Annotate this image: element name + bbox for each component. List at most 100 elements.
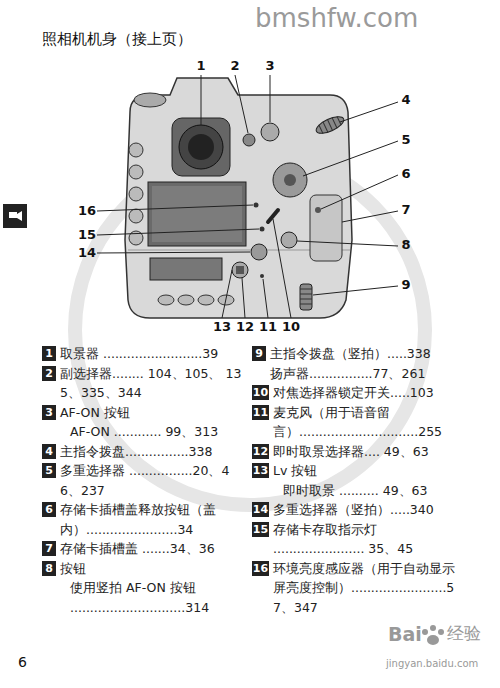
part-description: 存储卡存取指示灯 ....................... 35、45 — [273, 520, 457, 559]
callout-number: 13 — [213, 320, 231, 334]
callout-number: 3 — [265, 59, 274, 73]
callout-badge: 9 — [252, 346, 266, 361]
part-description: 多重选择器 ................20、46、237 — [60, 461, 247, 500]
callout-number: 1 — [196, 59, 205, 73]
watermark: 经验 — [447, 624, 481, 643]
callout-number: 15 — [78, 228, 96, 242]
camera-body — [125, 78, 352, 318]
leader-lines — [97, 75, 398, 318]
callout-number: 10 — [282, 320, 300, 334]
cover-release — [315, 207, 321, 213]
part-description: 环境亮度感应器（用于自动显示屏亮度控制）....................… — [273, 559, 457, 618]
button — [129, 187, 143, 201]
eyepiece-frame — [172, 118, 230, 176]
callout-badge: 6 — [42, 502, 56, 517]
baidu-paw — [422, 625, 444, 645]
multi-selector — [273, 163, 307, 197]
parts-entry: 12 即时取景选择器.... 49、63 — [252, 442, 457, 462]
callout-number: 9 — [401, 278, 410, 292]
part-description: AF-ON 按钮 — [60, 403, 247, 423]
multi-selector-center — [284, 174, 296, 186]
part-description: 多重选择器（竖拍）.....340 — [273, 500, 457, 520]
callout-number: 11 — [259, 320, 277, 334]
part-description: 即时取景选择器.... 49、63 — [273, 442, 457, 462]
button — [129, 143, 143, 157]
callout-number: 12 — [236, 320, 254, 334]
callout-badge: 3 — [42, 405, 56, 420]
part-description: 按钮 — [60, 559, 247, 579]
live-view-selector — [232, 262, 248, 278]
af-on-button — [261, 123, 279, 141]
callout-number: 8 — [401, 238, 410, 252]
parts-entry: 10对焦选择器锁定开关.....103 — [252, 383, 457, 403]
part-description: AF-ON ............ 99、313 — [70, 422, 247, 442]
tab-icon — [9, 211, 22, 221]
parts-entry: 11 麦克风（用于语音留言）...........................… — [252, 403, 457, 442]
parts-entry: 15存储卡存取指示灯 ....................... 35、45 — [252, 520, 457, 559]
watermark: Bai — [388, 624, 422, 645]
callout-number: 6 — [401, 167, 410, 181]
page-number: 6 — [18, 655, 27, 670]
part-description: 麦克风（用于语音留言）.............................… — [273, 403, 457, 442]
lv-button — [236, 266, 244, 274]
parts-entry: 4主指令拨盘................338 — [42, 442, 247, 462]
microphone — [260, 274, 264, 278]
part-description: 对焦选择器锁定开关.....103 — [273, 383, 457, 403]
part-description: 使用竖拍 AF-ON 按钮 ..........................… — [70, 578, 247, 617]
callout-badge: 16 — [252, 561, 269, 576]
button — [129, 209, 143, 223]
parts-entry: 6存储卡插槽盖释放按钮（盖内）.......................34 — [42, 500, 247, 539]
sub-selector — [243, 134, 255, 146]
button — [198, 295, 214, 305]
vertical-af-on — [281, 232, 297, 248]
parts-entry: 14 多重选择器（竖拍）.....340 — [252, 500, 457, 520]
callout-badge: 7 — [42, 541, 56, 556]
parts-entry: 5 多重选择器 ................20、46、237 — [42, 461, 247, 500]
callout-number: 4 — [401, 93, 410, 107]
part-description: 主指令拨盘（竖拍）.....338 — [270, 344, 457, 364]
watermark: jingyan.baidu.com — [386, 658, 478, 669]
part-description: 副选择器........ 104、105、 135、335、344 — [60, 364, 247, 403]
control-panel — [150, 258, 222, 280]
callout-number: 7 — [401, 203, 410, 217]
callout-badge: 1 — [42, 346, 56, 361]
main-dial — [314, 113, 346, 137]
lcd-monitor — [148, 182, 246, 246]
dial-ridges — [300, 289, 312, 304]
lcd-screen — [152, 186, 242, 242]
access-lamp — [260, 227, 265, 232]
callout-number: 5 — [401, 133, 410, 147]
callout-badge: 4 — [42, 444, 56, 459]
button — [178, 295, 194, 305]
callout-badge: 14 — [252, 502, 269, 517]
parts-entry: 16 环境亮度感应器（用于自动显示屏亮度控制）..................… — [252, 559, 457, 618]
part-description: 取景器 .........................39 — [60, 344, 247, 364]
vertical-multi-selector — [251, 244, 267, 260]
part-description: 存储卡插槽盖 .......34、36 — [60, 539, 247, 559]
page-title: 照相机机身（接上页） — [42, 30, 192, 49]
parts-entry: 3 AF-ON 按钮AF-ON ............ 99、313 — [42, 403, 247, 442]
button — [129, 165, 143, 179]
section-tab — [3, 204, 27, 228]
part-description: Lv 按钮 — [273, 461, 457, 481]
callout-badge: 2 — [42, 366, 56, 381]
callout-number: 14 — [78, 246, 96, 260]
parts-entry: 13 Lv 按钮即时取景 .......... 49、63 — [252, 461, 457, 500]
mode-dial — [134, 93, 166, 107]
card-slot-cover — [310, 195, 342, 261]
vertical-main-dial — [300, 284, 312, 310]
callout-number: 2 — [230, 59, 239, 73]
callout-badge: 11 — [252, 405, 269, 420]
parts-entry: 1 取景器 .........................39 — [42, 344, 247, 364]
callout-badge: 13 — [252, 463, 269, 478]
eyepiece-lens — [188, 134, 214, 160]
callout-badge: 12 — [252, 444, 269, 459]
light-sensor — [254, 203, 259, 208]
parts-entry: 8 按钮使用竖拍 AF-ON 按钮 .......................… — [42, 559, 247, 618]
parts-entry: 9主指令拨盘（竖拍）.....338扬声器................77、… — [252, 344, 457, 383]
callout-badge: 8 — [42, 561, 56, 576]
callout-badge: 5 — [42, 463, 56, 478]
part-description: 即时取景 .......... 49、63 — [283, 481, 457, 501]
watermark: bmshfw.com — [255, 4, 418, 33]
